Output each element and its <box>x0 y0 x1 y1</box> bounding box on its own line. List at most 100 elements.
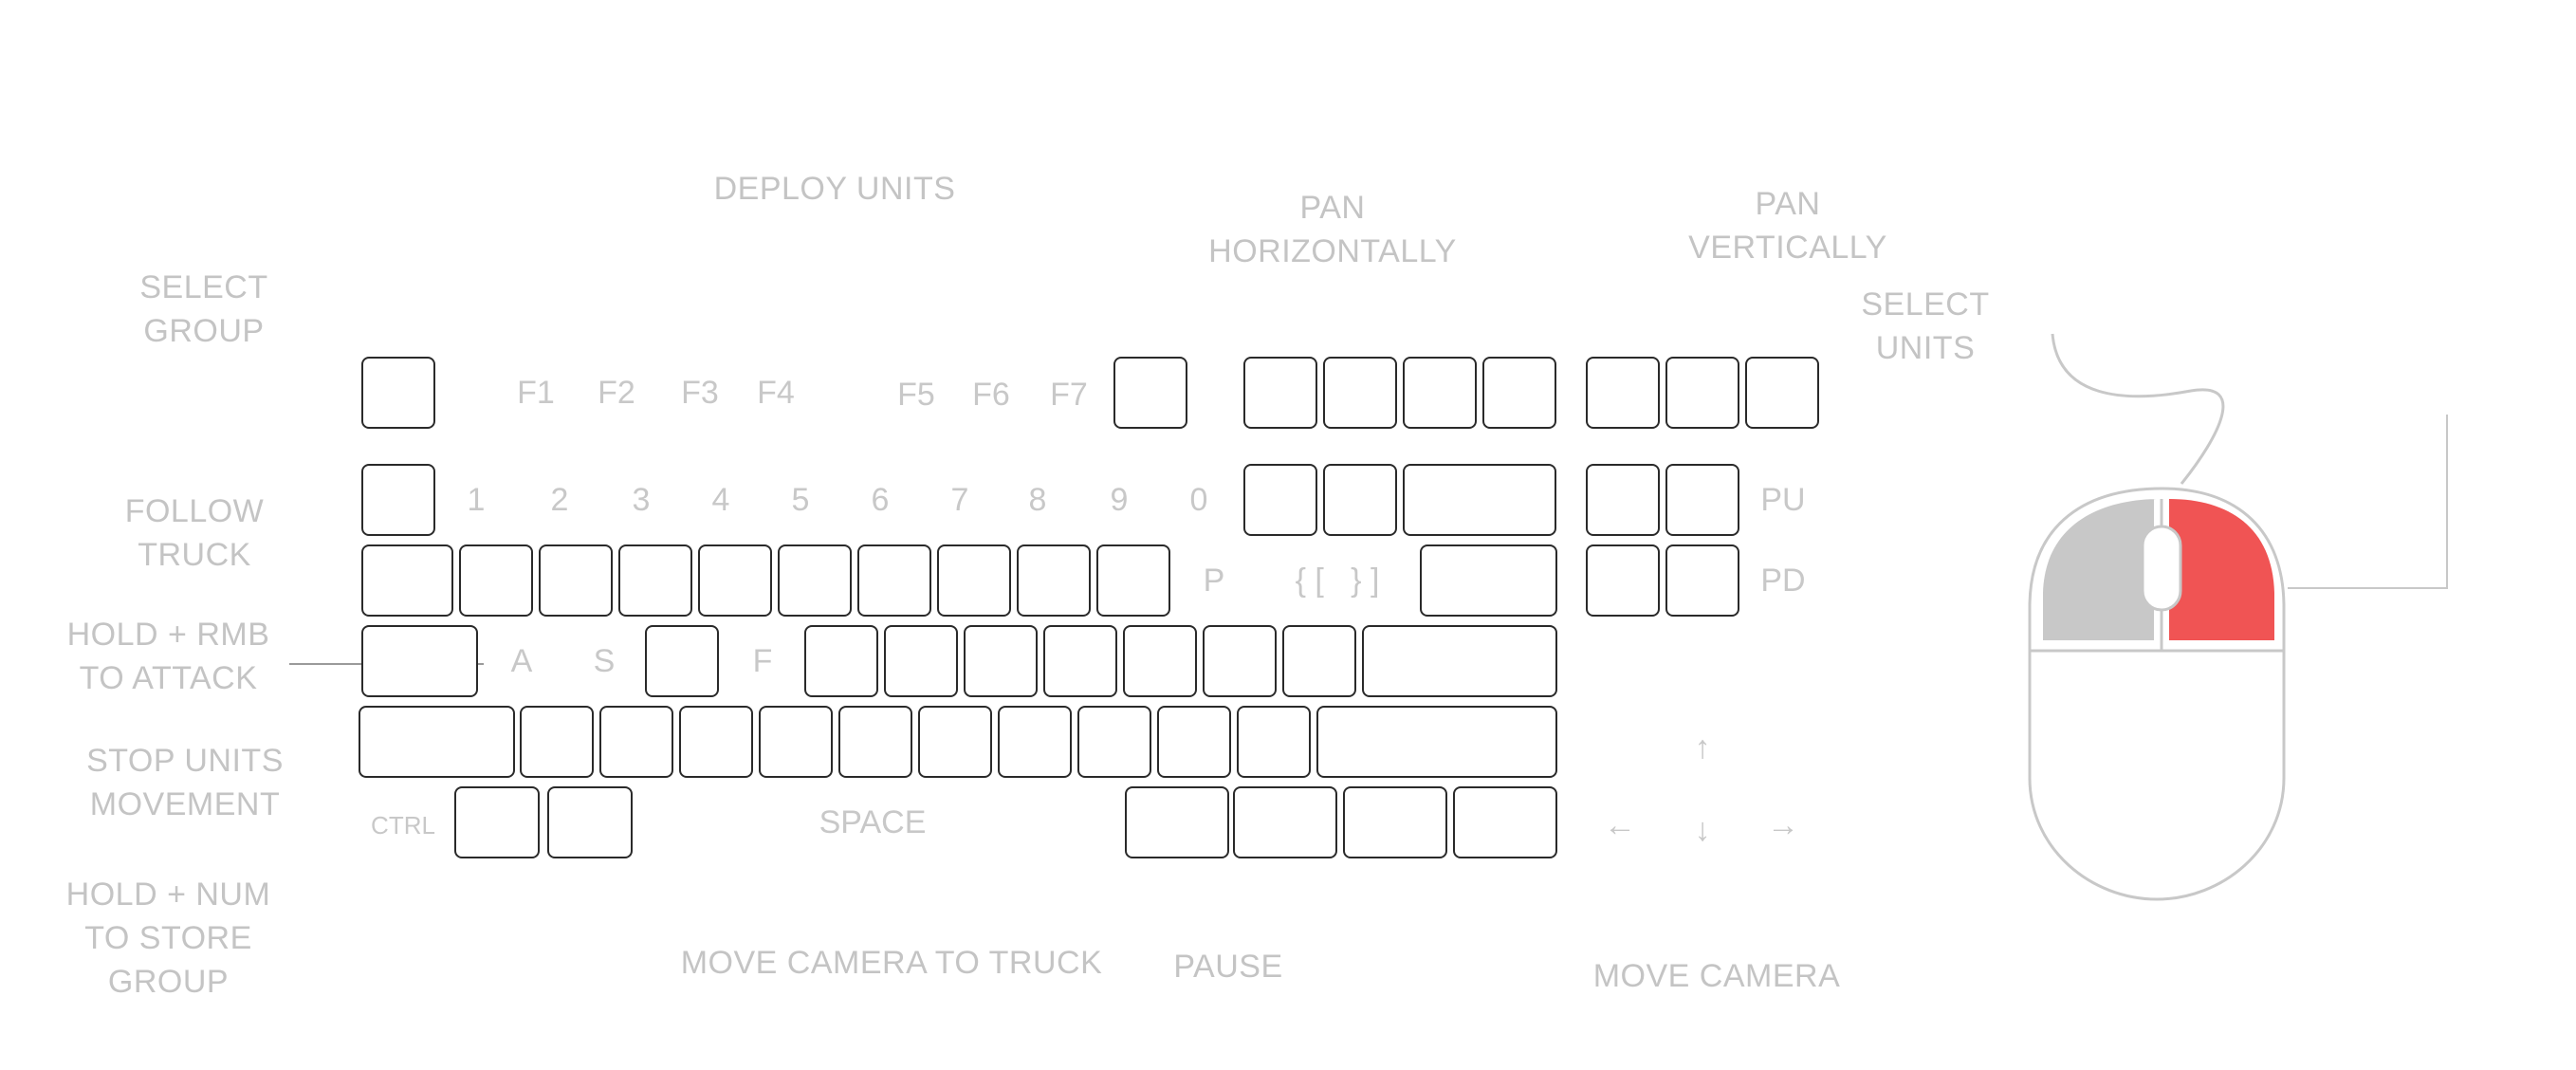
key-label-page-down: PD <box>1760 563 1806 599</box>
key-escape <box>361 357 435 429</box>
key-label-1: 1 <box>467 482 486 518</box>
mouse-right-button <box>2169 499 2274 640</box>
key-comma <box>1077 706 1151 778</box>
key-left-alt <box>547 786 633 858</box>
key-label-space: SPACE <box>819 804 927 840</box>
key-home <box>1665 464 1739 536</box>
key-f8 <box>1113 357 1187 429</box>
label-select-group: SELECT GROUP <box>139 269 268 349</box>
key-semicolon <box>1203 625 1277 697</box>
key-enter <box>1362 625 1557 697</box>
label-hold-rmb-attack: HOLD + RMB TO ATTACK <box>66 617 270 696</box>
key-v <box>759 706 833 778</box>
key-label-9: 9 <box>1110 482 1129 518</box>
key-print-screen <box>1586 357 1660 429</box>
key-menu <box>1343 786 1447 858</box>
label-move-camera-truck: MOVE CAMERA TO TRUCK <box>680 945 1103 981</box>
key-label-s: S <box>593 643 616 679</box>
key-f11 <box>1403 357 1477 429</box>
key-r <box>698 544 772 617</box>
label-deploy-units: DEPLOY UNITS <box>713 171 956 207</box>
arrow-right-icon: → <box>1767 807 1799 843</box>
key-insert <box>1586 464 1660 536</box>
label-follow-truck: FOLLOW TRUCK <box>124 493 265 573</box>
key-label-f5: F5 <box>897 377 935 413</box>
key-label-2: 2 <box>550 482 569 518</box>
key-equals <box>1323 464 1397 536</box>
key-fn <box>1233 786 1337 858</box>
arrow-up-icon: ↑ <box>1694 729 1711 766</box>
label-pan-horizontally: PAN HORIZONTALLY <box>1208 190 1457 269</box>
key-slash <box>1237 706 1311 778</box>
key-l <box>1123 625 1197 697</box>
arrow-left-icon: ← <box>1604 807 1636 843</box>
arrow-down-icon: ↓ <box>1694 812 1711 848</box>
key-i <box>1017 544 1091 617</box>
key-right-alt <box>1125 786 1229 858</box>
mouse-icon <box>2028 333 2286 901</box>
key-label-0: 0 <box>1189 482 1208 518</box>
key-label-6: 6 <box>871 482 890 518</box>
label-hold-num-store: HOLD + NUM TO STORE GROUP <box>65 876 271 1000</box>
key-left-shift <box>359 706 515 778</box>
mouse-cable <box>2051 333 2225 485</box>
key-label-4: 4 <box>711 482 730 518</box>
key-tab <box>361 544 453 617</box>
key-backslash <box>1420 544 1557 617</box>
key-f9 <box>1243 357 1317 429</box>
key-label-f7: F7 <box>1050 377 1088 413</box>
key-q <box>459 544 533 617</box>
key-delete <box>1586 544 1660 617</box>
key-label-5: 5 <box>791 482 810 518</box>
key-label-page-up: PU <box>1760 482 1806 518</box>
key-right-shift <box>1316 706 1557 778</box>
key-label-7: 7 <box>950 482 969 518</box>
key-x <box>599 706 673 778</box>
key-label-f4: F4 <box>757 375 795 411</box>
key-t <box>778 544 852 617</box>
label-pan-vertically: PAN VERTICALLY <box>1688 186 1887 266</box>
right-button-leader-line <box>2288 415 2448 589</box>
key-label-f6: F6 <box>972 377 1010 413</box>
key-label-a: A <box>510 643 533 679</box>
key-label-p: P <box>1203 563 1225 599</box>
key-period <box>1157 706 1231 778</box>
key-z <box>520 706 594 778</box>
key-j <box>964 625 1038 697</box>
key-end <box>1665 544 1739 617</box>
key-label-brackets: { [ } ] <box>1295 563 1380 599</box>
key-c <box>679 706 753 778</box>
key-label-ctrl: CTRL <box>371 811 435 839</box>
key-label-8: 8 <box>1028 482 1047 518</box>
label-move-camera: MOVE CAMERA <box>1592 958 1841 994</box>
label-select-units: SELECT UNITS <box>1861 286 1990 366</box>
key-o <box>1096 544 1170 617</box>
key-label-f3: F3 <box>681 375 719 411</box>
key-label-3: 3 <box>632 482 651 518</box>
key-m <box>998 706 1072 778</box>
key-u <box>937 544 1011 617</box>
key-y <box>857 544 931 617</box>
key-e <box>618 544 692 617</box>
key-f10 <box>1323 357 1397 429</box>
key-pause-break <box>1745 357 1819 429</box>
key-caps-lock <box>361 625 478 697</box>
key-label-f: F <box>752 643 773 679</box>
key-scroll-lock <box>1665 357 1739 429</box>
key-h <box>884 625 958 697</box>
key-d <box>645 625 719 697</box>
mouse-left-button <box>2043 499 2161 640</box>
key-n <box>918 706 992 778</box>
key-minus <box>1243 464 1317 536</box>
label-pause: PAUSE <box>1173 949 1283 985</box>
label-stop-units: STOP UNITS MOVEMENT <box>86 743 284 822</box>
key-label-f2: F2 <box>598 375 635 411</box>
key-w <box>539 544 613 617</box>
key-b <box>838 706 912 778</box>
key-right-ctrl <box>1453 786 1557 858</box>
key-backspace <box>1403 464 1556 536</box>
key-f12 <box>1482 357 1556 429</box>
key-label-f1: F1 <box>517 375 555 411</box>
key-win <box>454 786 540 858</box>
